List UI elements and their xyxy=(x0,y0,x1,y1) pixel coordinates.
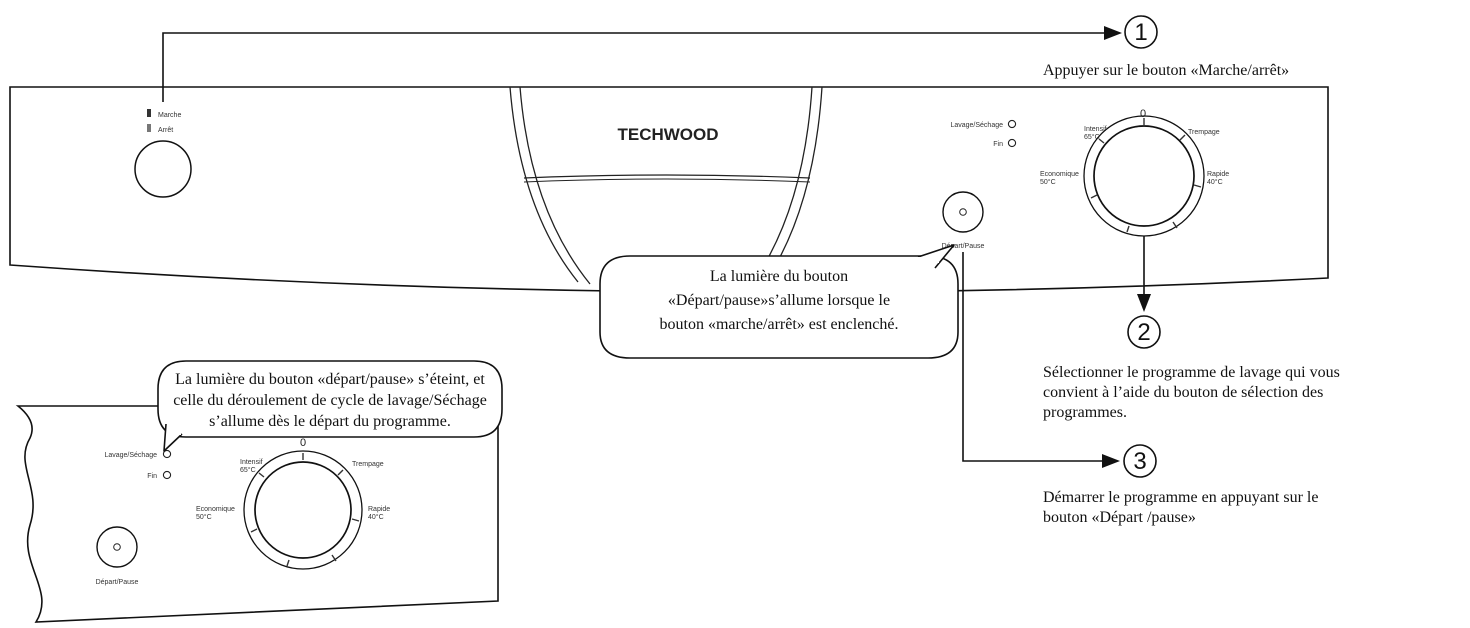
dial-eco-temp: 50°C xyxy=(1040,178,1056,186)
detail-dial-outer-ring xyxy=(243,450,363,570)
dial-intensive-temp: 65°C xyxy=(1084,133,1100,141)
detail-end-label: Fin xyxy=(147,473,157,480)
power-section: Marche Arrêt xyxy=(134,109,192,198)
callout-cycle-light: La lumière du bouton «départ/pause» s’ét… xyxy=(157,360,503,452)
step-3: 3 Démarrer le programme en appuyant sur … xyxy=(962,252,1318,526)
detail-dial-intensive-label: Intensif xyxy=(240,459,263,466)
detail-dial-soak-label: Trempage xyxy=(352,461,384,468)
detail-dial-intensive-temp: 65°C xyxy=(240,466,256,474)
detail-dial-zero-label: 0 xyxy=(300,437,306,449)
detail-start-pause-light-icon xyxy=(113,543,121,551)
callout-start-light-line-2: «Départ/pause»s’allume lorsque le xyxy=(668,292,890,309)
step-3-number: 3 xyxy=(1133,448,1146,475)
start-pause-label: Départ/Pause xyxy=(942,243,985,250)
dial-zero-label: 0 xyxy=(1140,108,1146,120)
detail-wash-dry-label: Lavage/Séchage xyxy=(104,452,157,459)
step-2-arrowhead xyxy=(1137,294,1151,312)
power-on-label: Marche xyxy=(158,112,181,119)
step-1-number-circle xyxy=(1124,15,1158,49)
end-label: Fin xyxy=(993,141,1003,148)
power-off-indicator xyxy=(147,124,151,132)
program-dial-section: 0 Intensif 65°C Trempage Economique 50°C… xyxy=(1040,108,1229,237)
dial-quick-label: Rapide xyxy=(1207,171,1229,178)
step-2-text-line-2: convient à l’aide du bouton de sélection… xyxy=(1043,384,1323,401)
status-indicators: Lavage/Séchage Fin xyxy=(950,119,1017,148)
callout-cycle-light-line-1: La lumière du bouton «départ/pause» s’ét… xyxy=(175,371,485,388)
step-2: 2 Sélectionner le programme de lavage qu… xyxy=(1043,236,1340,421)
detail-end-indicator xyxy=(162,470,172,480)
callout-cycle-light-line-2: celle du déroulement de cycle de lavage/… xyxy=(173,392,487,409)
detail-wash-dry-indicator xyxy=(162,449,172,459)
step-1-number: 1 xyxy=(1134,19,1147,46)
dial-soak-label: Trempage xyxy=(1188,129,1220,136)
start-pause-button[interactable] xyxy=(942,191,984,233)
detail-dial-quick-label: Rapide xyxy=(368,506,390,513)
step-3-number-circle xyxy=(1123,444,1157,478)
end-indicator xyxy=(1007,138,1017,148)
power-button[interactable] xyxy=(134,140,192,198)
detail-start-pause-label: Départ/Pause xyxy=(96,579,139,586)
brand-logo: TECHWOOD xyxy=(617,125,718,144)
step-2-text-line-1: Sélectionner le programme de lavage qui … xyxy=(1043,364,1340,381)
power-on-indicator xyxy=(147,109,151,117)
dial-tick-marks xyxy=(1090,118,1202,233)
start-pause-section: Départ/Pause xyxy=(942,191,985,250)
detail-dial-eco-temp: 50°C xyxy=(196,513,212,521)
callout-start-light-line-1: La lumière du bouton xyxy=(710,268,848,285)
start-pause-light-icon xyxy=(959,208,967,216)
step-3-arrow-line xyxy=(962,252,1104,462)
detail-dial-eco-label: Economique xyxy=(196,506,235,513)
wash-dry-indicator xyxy=(1007,119,1017,129)
dial-quick-temp: 40°C xyxy=(1207,178,1223,186)
step-1: 1 Appuyer sur le bouton «Marche/arrêt» xyxy=(162,15,1289,102)
step-2-text-line-3: programmes. xyxy=(1043,404,1127,421)
power-off-label: Arrêt xyxy=(158,127,173,134)
step-3-text-line-1: Démarrer le programme en appuyant sur le xyxy=(1043,489,1318,506)
program-selector-knob[interactable] xyxy=(1093,125,1195,227)
step-3-text-line-2: bouton «Départ /pause» xyxy=(1043,509,1196,526)
dial-intensive-label: Intensif xyxy=(1084,126,1107,133)
detail-dial-tick-marks xyxy=(250,453,360,567)
detail-dial-quick-temp: 40°C xyxy=(368,513,384,521)
wash-dry-label: Lavage/Séchage xyxy=(950,122,1003,129)
step-1-arrowhead xyxy=(1104,26,1122,40)
step-1-text: Appuyer sur le bouton «Marche/arrêt» xyxy=(1043,62,1289,79)
callout-cycle-light-line-3: s’allume dès le départ du programme. xyxy=(209,413,451,430)
callout-start-light-line-3: bouton «marche/arrêt» est enclenché. xyxy=(660,316,899,333)
callout-start-light: La lumière du bouton «Départ/pause»s’all… xyxy=(599,244,959,359)
step-2-number: 2 xyxy=(1137,319,1150,346)
detail-start-pause-button[interactable] xyxy=(96,526,138,568)
detail-panel: Lavage/Séchage Fin Départ/Pause 0 Intens… xyxy=(15,405,499,623)
step-1-arrow-line xyxy=(162,32,1106,102)
step-3-arrowhead xyxy=(1102,454,1120,468)
detail-program-selector-knob[interactable] xyxy=(254,461,352,559)
dial-eco-label: Economique xyxy=(1040,171,1079,178)
step-2-number-circle xyxy=(1127,315,1161,349)
